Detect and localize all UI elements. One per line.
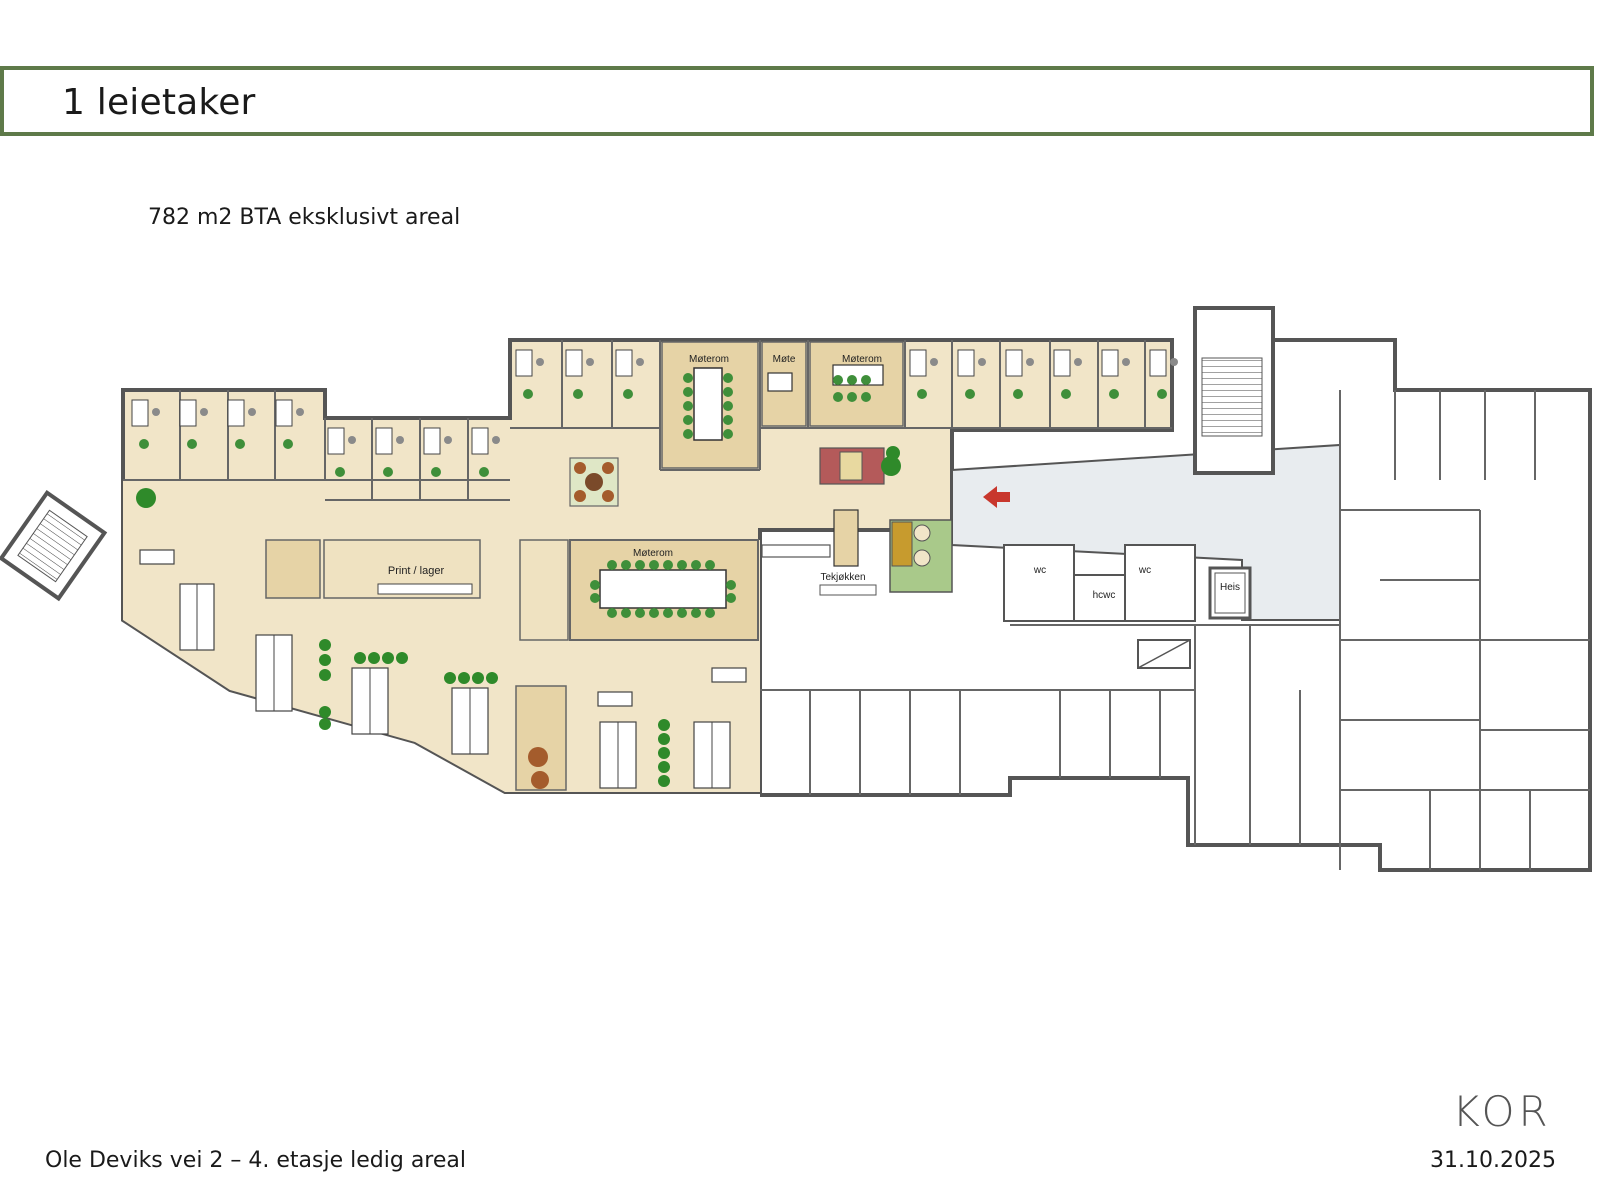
desk	[275, 399, 293, 427]
chair	[636, 358, 644, 366]
chair	[1109, 389, 1119, 399]
chair	[1170, 358, 1178, 366]
label-wc-1: wc	[1033, 565, 1046, 576]
chair	[492, 436, 500, 444]
desk	[1053, 349, 1071, 377]
desk	[179, 399, 197, 427]
label-meeting-room-2: Møterom	[842, 354, 882, 365]
desk	[1101, 349, 1119, 377]
desk	[375, 427, 393, 455]
label-meeting-small: Møte	[773, 354, 796, 365]
chair	[1061, 389, 1071, 399]
chair	[573, 389, 583, 399]
chair	[965, 389, 975, 399]
chair	[200, 408, 208, 416]
desk	[909, 349, 927, 377]
chair	[348, 436, 356, 444]
label-print: Print / lager	[388, 565, 445, 577]
chair	[396, 436, 404, 444]
office-desks	[131, 349, 1178, 477]
label-wc-2: wc	[1138, 565, 1151, 576]
chair	[1013, 389, 1023, 399]
chair	[1026, 358, 1034, 366]
desk	[471, 427, 489, 455]
label-kitchen: Tekjøkken	[820, 572, 865, 583]
chair	[479, 467, 489, 477]
title-bar: 1 leietaker	[0, 66, 1594, 136]
desk	[515, 349, 533, 377]
desk	[227, 399, 245, 427]
chair	[431, 467, 441, 477]
desk	[1149, 349, 1167, 377]
desk	[565, 349, 583, 377]
chair	[296, 408, 304, 416]
label-hcwc: hcwc	[1093, 590, 1116, 601]
desk	[327, 427, 345, 455]
floor-plan: Møterom Møte Møterom Møterom Print / lag…	[0, 306, 1592, 872]
meeting-chairs	[590, 373, 871, 618]
chair	[523, 389, 533, 399]
chair	[1122, 358, 1130, 366]
chair	[623, 389, 633, 399]
label-meeting-room-1: Møterom	[689, 354, 729, 365]
lounge	[528, 447, 953, 789]
wc-block	[1003, 544, 1252, 622]
chair	[1157, 389, 1167, 399]
chair	[139, 439, 149, 449]
left-stair	[0, 489, 108, 602]
desk	[615, 349, 633, 377]
chair	[586, 358, 594, 366]
chair	[248, 408, 256, 416]
desk	[1005, 349, 1023, 377]
chair	[335, 467, 345, 477]
chair	[383, 467, 393, 477]
chair	[187, 439, 197, 449]
chair	[917, 389, 927, 399]
chair	[444, 436, 452, 444]
chair	[978, 358, 986, 366]
chair	[1074, 358, 1082, 366]
label-elevator: Heis	[1220, 582, 1240, 593]
footer-date: 31.10.2025	[1430, 1148, 1556, 1173]
chair	[930, 358, 938, 366]
chair	[283, 439, 293, 449]
page-title: 1 leietaker	[62, 82, 256, 123]
chair	[152, 408, 160, 416]
offices-top-left	[123, 340, 1172, 501]
area-text: 782 m2 BTA eksklusivt areal	[148, 205, 461, 230]
label-meeting-room-3: Møterom	[633, 548, 673, 559]
desk	[957, 349, 975, 377]
open-desks	[139, 549, 747, 789]
plants	[136, 446, 901, 787]
chair	[235, 439, 245, 449]
footer-address: Ole Deviks vei 2 – 4. etasje ledig areal	[45, 1148, 466, 1173]
desk	[423, 427, 441, 455]
logo-text: KOR	[1452, 1087, 1552, 1134]
chair	[536, 358, 544, 366]
entrance-arrow	[983, 486, 1010, 508]
kor-logo: KOR	[1452, 1087, 1552, 1134]
desk	[131, 399, 149, 427]
